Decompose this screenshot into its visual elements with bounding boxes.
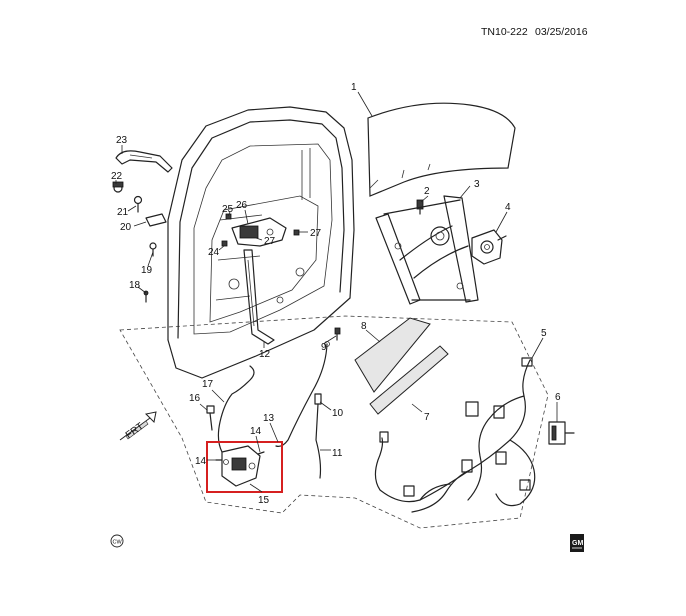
grommet bbox=[206, 405, 215, 431]
handle-bracket bbox=[145, 213, 167, 227]
callout-label: 3 bbox=[474, 179, 480, 190]
leader-lines bbox=[115, 91, 558, 493]
door-latch bbox=[215, 445, 265, 487]
callout-label: 8 bbox=[361, 321, 367, 332]
window-switch bbox=[548, 421, 575, 445]
front-arrow-icon: FRT bbox=[119, 411, 157, 441]
bezel-screw bbox=[293, 229, 300, 236]
orientation-badge-label: CW bbox=[113, 540, 123, 546]
weatherstrip bbox=[354, 317, 431, 393]
window-regulator bbox=[375, 195, 479, 305]
gm-badge-icon: GM bbox=[570, 534, 584, 552]
callout-label: 16 bbox=[189, 393, 201, 404]
callout-label: 24 bbox=[208, 247, 220, 258]
callout-label: 9 bbox=[321, 342, 327, 353]
callout-label: 17 bbox=[202, 379, 214, 390]
gm-badge-label: GM bbox=[572, 540, 583, 547]
outside-handle bbox=[115, 150, 173, 173]
callout-label: 15 bbox=[258, 495, 270, 506]
diagram-code: TN10-222 bbox=[481, 26, 528, 38]
release-cable bbox=[275, 343, 328, 447]
callout-label: 5 bbox=[541, 328, 547, 339]
rod-clip bbox=[334, 327, 341, 341]
door-frame bbox=[167, 106, 355, 379]
callout-label: 10 bbox=[332, 408, 344, 419]
callout-label: 12 bbox=[259, 349, 271, 360]
sill-strip bbox=[369, 345, 449, 415]
highlight-box bbox=[206, 441, 283, 493]
callout-label: 21 bbox=[117, 207, 129, 218]
window-motor bbox=[471, 229, 507, 265]
bolt bbox=[416, 199, 424, 215]
callout-label: 20 bbox=[120, 222, 132, 233]
callout-label: 14 bbox=[195, 456, 207, 467]
diagram-date: 03/25/2016 bbox=[535, 26, 588, 38]
lock-rod bbox=[314, 393, 322, 479]
callout-label: 13 bbox=[263, 413, 275, 424]
callout-label: 23 bbox=[116, 135, 128, 146]
guide-channel bbox=[243, 249, 275, 345]
window-glass bbox=[367, 102, 516, 197]
retainer bbox=[149, 242, 157, 257]
handle-clip bbox=[225, 213, 232, 220]
callout-label: 14 bbox=[250, 426, 262, 437]
callout-label: 2 bbox=[424, 186, 430, 197]
callout-label: 4 bbox=[505, 202, 511, 213]
callout-labels: 1 2 3 4 5 6 7 8 9 10 11 12 13 14 14 15 1… bbox=[111, 82, 561, 506]
callout-label: 19 bbox=[141, 265, 153, 276]
lock-cylinder bbox=[133, 195, 143, 213]
callout-label: 22 bbox=[111, 171, 123, 182]
handle-cap bbox=[112, 181, 124, 193]
callout-label: 6 bbox=[555, 392, 561, 403]
handle-screw bbox=[221, 240, 228, 247]
callout-label: 1 bbox=[351, 82, 357, 93]
wiring-harness bbox=[374, 357, 536, 513]
callout-label: 26 bbox=[236, 200, 248, 211]
callout-label: 25 bbox=[222, 204, 234, 215]
callout-label: 18 bbox=[129, 280, 141, 291]
inside-handle-cable bbox=[217, 365, 255, 453]
callout-label: 11 bbox=[332, 448, 343, 459]
inside-handle bbox=[231, 217, 287, 247]
callout-label: 27 bbox=[264, 236, 276, 247]
callout-label: 7 bbox=[424, 412, 430, 423]
callout-label: 27 bbox=[310, 228, 322, 239]
assembly-boundary bbox=[119, 315, 549, 529]
orientation-badge-icon: CW bbox=[110, 534, 124, 548]
